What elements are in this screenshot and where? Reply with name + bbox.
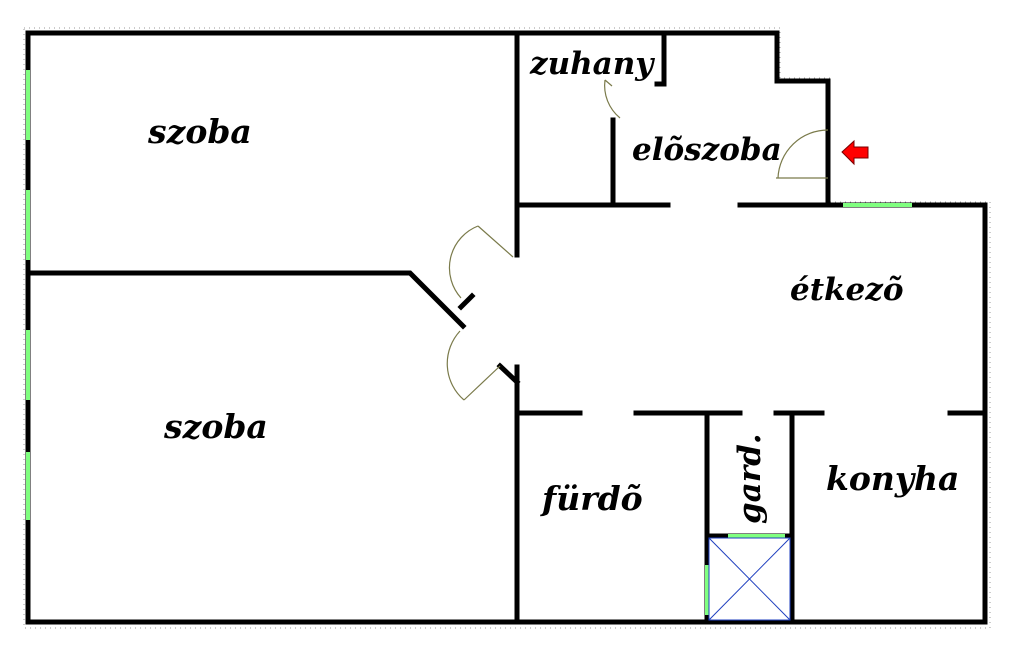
wall-door-stub xyxy=(457,292,476,311)
shaft-cross xyxy=(708,537,791,621)
door-entrance xyxy=(776,129,829,179)
door-szoba-top xyxy=(448,225,514,299)
room-label-szoba-bottom: szoba xyxy=(163,407,268,446)
walls xyxy=(25,30,988,625)
wall-diagonal-lower xyxy=(496,362,521,386)
shaft-diagonal-2 xyxy=(708,537,791,621)
room-label-gard: gard. xyxy=(732,433,768,524)
room-label-eloszoba: elõszoba xyxy=(632,132,782,168)
door-zuhany-leaf xyxy=(604,79,613,87)
room-label-szoba-top: szoba xyxy=(147,112,252,151)
outer-wall xyxy=(25,30,831,208)
room-label-konyha: konyha xyxy=(826,459,959,498)
room-label-etkezo: étkezõ xyxy=(790,272,904,308)
wall-zuhany-stub xyxy=(654,30,667,87)
wall-szoba-divider xyxy=(25,270,467,330)
room-label-zuhany: zuhany xyxy=(529,46,655,82)
entrance-arrow-icon xyxy=(841,139,869,166)
shaft-outline xyxy=(708,537,791,621)
room-label-furdo: fürdõ xyxy=(540,479,643,518)
door-szoba-bottom xyxy=(446,330,501,401)
doors xyxy=(446,79,829,401)
windows xyxy=(26,70,912,615)
door-zuhany xyxy=(604,79,621,119)
